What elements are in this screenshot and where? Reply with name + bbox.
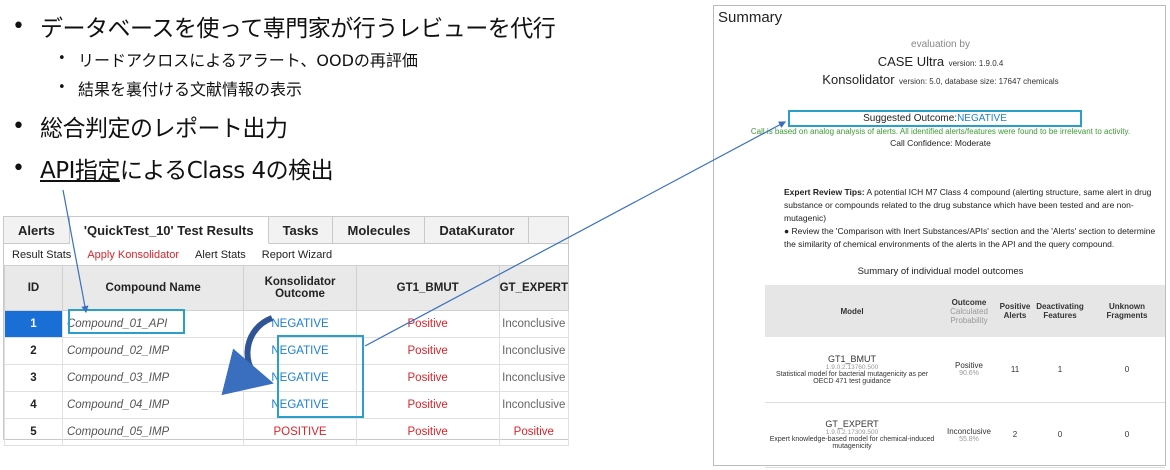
tab-tasks[interactable]: Tasks: [269, 217, 334, 243]
bullet-1: •データベースを使って専門家が行うレビューを代行: [12, 13, 556, 43]
bullet-2: •総合判定のレポート出力: [12, 113, 288, 143]
model-cell: GT_EXPERT 1.9.0.2.17309.500 Expert knowl…: [765, 402, 939, 468]
imp-outcome-highlight-box: [277, 335, 364, 418]
tab-alerts[interactable]: Alerts: [4, 217, 70, 243]
row-id: 5: [4, 418, 63, 446]
table-row[interactable]: 3 Compound_03_IMP NEGATIVE Positive Inco…: [4, 364, 570, 392]
table-header-row: ID Compound Name Konsolidator Outcome GT…: [4, 265, 570, 311]
tab-molecules[interactable]: Molecules: [333, 217, 426, 243]
gt-expert-value: Inconclusive: [498, 364, 570, 392]
gt-expert-value: Positive: [498, 418, 570, 446]
call-confidence: Call Confidence: Moderate: [890, 138, 991, 148]
col-deactivating-features: Deactivating Features: [1031, 285, 1089, 337]
gt-expert-value: Inconclusive: [498, 391, 570, 419]
unknown-cell: 0: [1089, 337, 1165, 403]
gt1-bmut-value: Positive: [355, 337, 500, 365]
api-highlight-box: [68, 309, 185, 334]
gt1-bmut-value: Positive: [355, 364, 500, 392]
positive-alerts-cell: 11: [999, 337, 1031, 403]
col-id[interactable]: ID: [4, 265, 63, 311]
col-positive-alerts: Positive Alerts: [999, 285, 1031, 337]
table-row[interactable]: 2 Compound_02_IMP NEGATIVE Positive Inco…: [4, 337, 570, 365]
tab-datakurator[interactable]: DataKurator: [425, 217, 530, 243]
col-gt-expert[interactable]: GT_EXPERT: [498, 265, 570, 311]
gt-expert-value: Inconclusive: [498, 310, 570, 338]
table-row[interactable]: 5 Compound_05_IMP POSITIVE Positive Posi…: [4, 418, 570, 446]
gt1-bmut-value: Positive: [355, 310, 500, 338]
konsolidator-outcome: POSITIVE: [243, 418, 357, 446]
model-summary-title: Summary of individual model outcomes: [857, 266, 1024, 277]
konsolidator-line: Konsolidator version: 5.0, database size…: [822, 72, 1059, 87]
summary-title: Summary: [718, 9, 783, 26]
deactivating-cell: 1: [1031, 337, 1089, 403]
deactivating-cell: 0: [1031, 402, 1089, 468]
row-id: 4: [4, 391, 63, 419]
bullet-list: •データベースを使って専門家が行うレビューを代行 •リードアクロスによるアラート…: [12, 8, 612, 186]
col-unknown-fragments: Unknown Fragments: [1089, 285, 1165, 337]
table-row: GT1_BMUT 1.9.0.2.13760.500 Statistical m…: [765, 337, 1165, 403]
col-model: Model: [765, 285, 939, 337]
table-row: GT_EXPERT 1.9.0.2.17309.500 Expert knowl…: [765, 402, 1165, 468]
row-id: 3: [4, 364, 63, 392]
positive-alerts-cell: 2: [999, 402, 1031, 468]
tab-test-results[interactable]: 'QuickTest_10' Test Results: [69, 217, 269, 244]
model-cell: GT1_BMUT 1.9.0.2.13760.500 Statistical m…: [765, 337, 939, 403]
table-row[interactable]: 4 Compound_04_IMP NEGATIVE Positive Inco…: [4, 391, 570, 419]
result-stats-link[interactable]: Result Stats: [12, 248, 72, 261]
compound-name: Compound_04_IMP: [61, 391, 245, 419]
tab-bar: Alerts 'QuickTest_10' Test Results Tasks…: [4, 217, 568, 244]
row-id: 1: [4, 310, 63, 338]
row-id: 2: [4, 337, 63, 365]
call-basis: Call is based on analog analysis of aler…: [750, 127, 1131, 136]
konsolidator-outcome: NEGATIVE: [243, 391, 357, 419]
alert-stats-link[interactable]: Alert Stats: [195, 248, 246, 261]
apply-konsolidator-link[interactable]: Apply Konsolidator: [87, 248, 180, 261]
bullet-1-sub-1: •リードアクロスによるアラート、OODの再評価: [58, 50, 418, 70]
col-konsolidator-outcome[interactable]: Konsolidator Outcome: [243, 265, 357, 311]
compound-name: Compound_03_IMP: [61, 364, 245, 392]
expert-review-tips: Expert Review Tips: A potential ICH M7 C…: [784, 187, 1156, 249]
col-compound-name[interactable]: Compound Name: [61, 265, 245, 311]
report-wizard-link[interactable]: Report Wizard: [261, 248, 333, 261]
case-ultra-line: CASE Ultra version: 1.9.0.4: [877, 54, 1004, 69]
summary-panel: Summary evaluation by CASE Ultra version…: [713, 5, 1166, 468]
compound-name: Compound_05_IMP: [61, 418, 245, 446]
sub-toolbar: Result Stats Apply Konsolidator Alert St…: [4, 244, 568, 265]
bullet-3: •API指定によるClass 4の検出: [12, 155, 334, 185]
bullet-1-sub-2: •結果を裏付ける文献情報の表示: [58, 79, 303, 99]
gt1-bmut-value: Positive: [355, 391, 500, 419]
gt-expert-value: Inconclusive: [498, 337, 570, 365]
konsolidator-outcome: NEGATIVE: [243, 310, 357, 338]
compound-name: Compound_02_IMP: [61, 337, 245, 365]
col-gt1-bmut[interactable]: GT1_BMUT: [355, 265, 500, 311]
gt1-bmut-value: Positive: [355, 418, 500, 446]
suggested-outcome: Suggested Outcome: NEGATIVE: [788, 110, 1082, 127]
unknown-cell: 0: [1089, 402, 1165, 468]
evaluation-by: evaluation by: [911, 39, 970, 50]
